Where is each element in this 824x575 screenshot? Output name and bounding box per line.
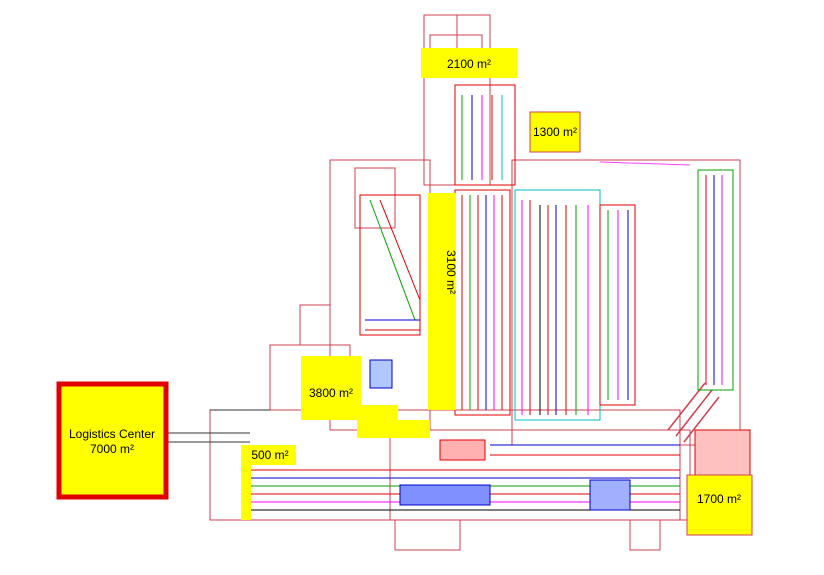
logistics-corridor (166, 409, 270, 443)
machinery-linework (245, 84, 751, 511)
west-annex-outline (354, 167, 396, 229)
area-1300: 1300 m² (529, 111, 581, 153)
south-red-cell (439, 439, 486, 461)
east-conveyor-frame (697, 169, 734, 391)
logistics-center-area: Logistics Center 7000 m² (56, 381, 169, 500)
area-markers: Logistics Center 7000 m² 2100 m² 1300 m²… (56, 48, 753, 536)
logistics-center-box (56, 381, 169, 500)
area-3100-box (428, 193, 456, 410)
area-2100-box (421, 48, 517, 78)
south-dock-east-outline (629, 520, 661, 551)
south-inner-outline (389, 429, 691, 521)
area-500: 500 m² (241, 445, 296, 520)
south-blue-cell-1 (399, 484, 491, 506)
west-blue-panel (369, 359, 393, 389)
conveyor-line-3 (683, 396, 720, 443)
area-1300-label: 1300 m² (533, 125, 577, 139)
diagonal-conveyor (667, 382, 720, 443)
logistics-center-area-value: 7000 m² (90, 442, 134, 456)
logistics-center-title: Logistics Center (69, 427, 155, 441)
area-3100: 3100 m² (428, 193, 458, 410)
area-2100: 2100 m² (421, 48, 517, 78)
tower-roof-detail (429, 34, 483, 50)
area-500-label: 500 m² (251, 448, 288, 462)
area-500-strip (241, 465, 251, 520)
west-equipment-frame (359, 194, 421, 336)
area-2100-label: 2100 m² (447, 57, 491, 71)
east-hall-roof-line (599, 161, 691, 166)
area-1300-box (529, 111, 581, 153)
south-blue-cell-2 (589, 479, 631, 511)
se-equipment (694, 429, 751, 476)
area-3800: 3800 m² (301, 356, 430, 438)
area-1700-label: 1700 m² (697, 492, 741, 506)
line-block-2 (514, 189, 601, 421)
area-3800-label: 3800 m² (309, 386, 353, 400)
area-500-box (241, 445, 296, 465)
sw-small-room (299, 304, 331, 346)
west-diag-2 (379, 199, 421, 301)
conveyor-line-2 (675, 389, 713, 437)
conveyor-line-1 (667, 382, 706, 431)
area-3800-box (301, 356, 430, 438)
line-block-3 (599, 204, 636, 406)
area-3100-label: 3100 m² (444, 250, 458, 294)
area-1700-box (686, 474, 753, 536)
tower-equipment-frame (454, 84, 516, 186)
south-dock-outline (394, 520, 461, 551)
west-diag-1 (369, 199, 416, 321)
area-1700: 1700 m² (686, 474, 753, 536)
